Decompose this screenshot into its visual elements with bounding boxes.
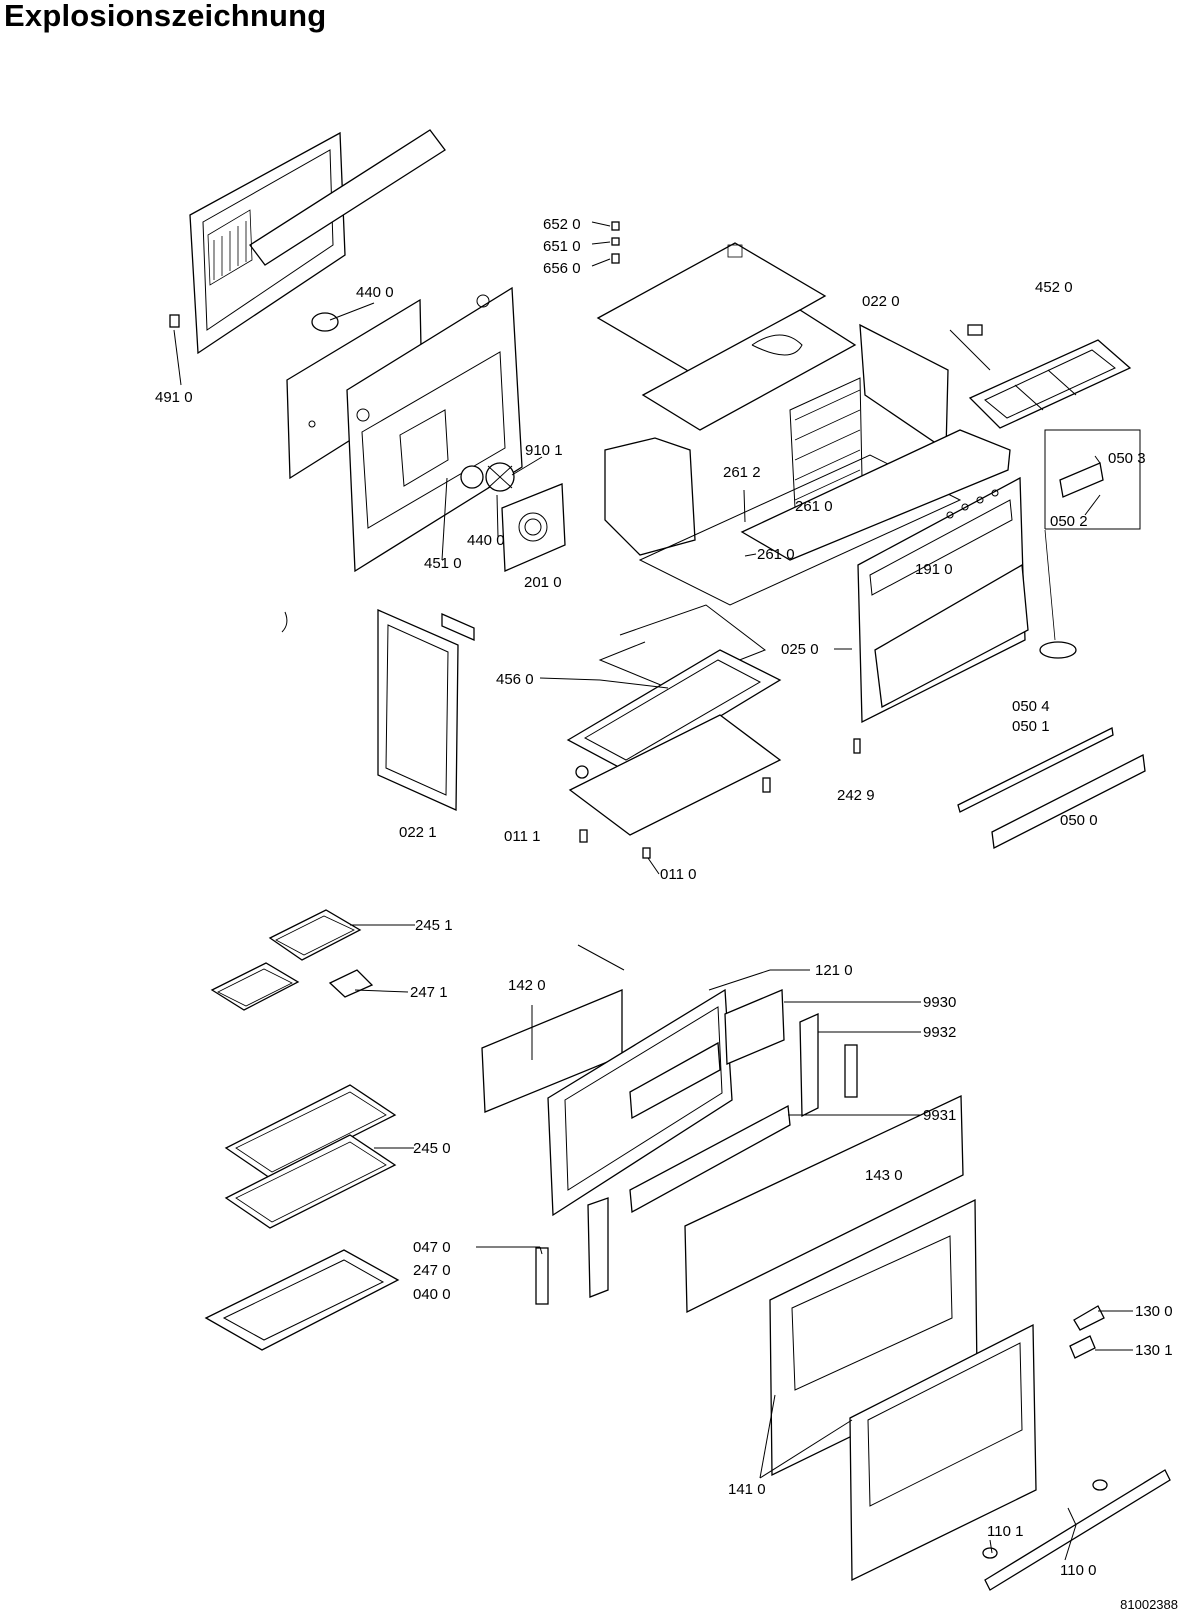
part-label: 9931 (923, 1107, 956, 1124)
part-label: 651 0 (543, 238, 581, 255)
part-label: 142 0 (508, 977, 546, 994)
side-gasket (281, 609, 475, 811)
part-label: 456 0 (496, 671, 534, 688)
part-label: 261 2 (723, 464, 761, 481)
part-label: 242 9 (837, 787, 875, 804)
grill-element (949, 324, 1132, 429)
part-label: 050 4 (1012, 698, 1050, 715)
part-label: 451 0 (424, 555, 462, 572)
part-label: 9932 (923, 1024, 956, 1041)
part-label: 245 1 (415, 917, 453, 934)
oven-racks (204, 909, 400, 1351)
part-label: 050 0 (1060, 812, 1098, 829)
part-label: 130 1 (1135, 1342, 1173, 1359)
control-panel-front (857, 476, 1029, 724)
part-label: 652 0 (543, 216, 581, 233)
leader-lines (173, 221, 1133, 1561)
oven-cavity (604, 323, 1011, 606)
part-label: 110 1 (987, 1523, 1023, 1540)
lamp-assembly (611, 221, 1141, 659)
part-label: 191 0 (915, 561, 953, 578)
part-label: 121 0 (815, 962, 853, 979)
part-label: 9930 (923, 994, 956, 1011)
part-label: 040 0 (413, 1286, 451, 1303)
inner-back-wall (346, 286, 523, 573)
part-label: 261 0 (795, 498, 833, 515)
part-label: 247 0 (413, 1262, 451, 1279)
bottom-heating-element (566, 604, 782, 859)
part-label: 491 0 (155, 389, 193, 406)
rear-panel (169, 129, 446, 355)
document-number: 81002388 (1120, 1597, 1178, 1612)
part-label: 047 0 (413, 1239, 451, 1256)
cavity-top-panels (596, 242, 857, 431)
part-label: 022 1 (399, 824, 437, 841)
part-label: 011 0 (660, 866, 696, 883)
handle-and-hinges (982, 1305, 1171, 1591)
trim-strips (853, 727, 1146, 849)
part-label: 452 0 (1035, 279, 1073, 296)
part-label: 245 0 (413, 1140, 451, 1157)
part-label: 141 0 (728, 1481, 766, 1498)
part-label: 025 0 (781, 641, 819, 658)
part-label: 130 0 (1135, 1303, 1173, 1320)
part-label: 050 3 (1108, 450, 1146, 467)
part-label: 110 0 (1060, 1562, 1096, 1579)
door-assembly (481, 944, 1037, 1582)
part-label: 022 0 (862, 293, 900, 310)
part-label: 011 1 (504, 828, 540, 845)
part-label: 143 0 (865, 1167, 903, 1184)
rear-fan-cover (501, 483, 566, 572)
page-title: Explosionszeichnung (4, 0, 327, 33)
part-label: 440 0 (356, 284, 394, 301)
part-label: 247 1 (410, 984, 448, 1001)
part-labels: 491 0 440 0 652 0 651 0 656 0 022 0 452 … (155, 216, 1173, 1579)
part-label: 910 1 (525, 442, 563, 459)
part-label: 201 0 (524, 574, 562, 591)
part-label: 261 0 (757, 546, 795, 563)
part-label: 050 1 (1012, 718, 1050, 735)
part-label: 050 2 (1050, 513, 1088, 530)
part-label: 440 0 (467, 532, 505, 549)
part-label: 656 0 (543, 260, 581, 277)
